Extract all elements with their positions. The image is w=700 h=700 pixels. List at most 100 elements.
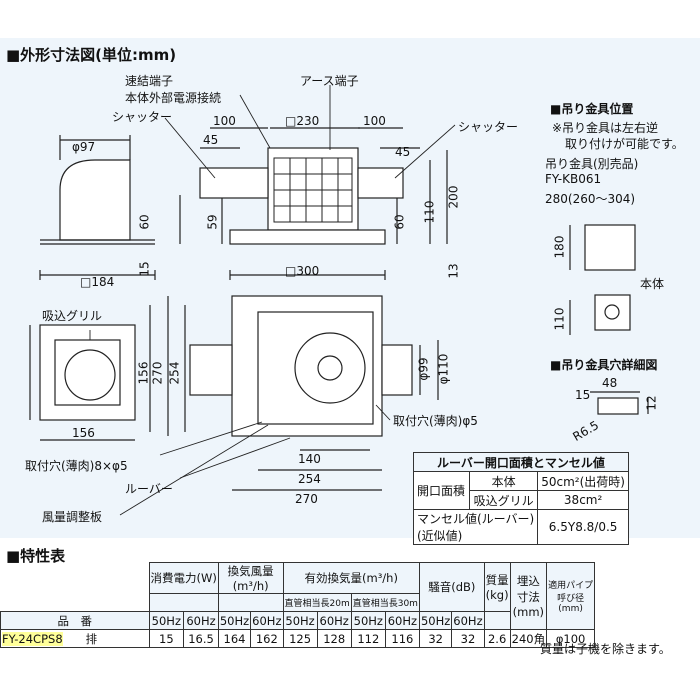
louver-body-value: 50cm²(出荷時) — [537, 471, 629, 491]
hanger-note-2: 取り付けが可能です。 — [565, 137, 684, 151]
louver-munsell-label-a: マンセル値(ルーバー) — [417, 512, 535, 526]
louver-table-title: ルーバー開口面積とマンセル値 — [413, 452, 629, 472]
spec-pipe-label: 適用パイプ — [548, 581, 594, 591]
shutter-left-label: シャッター — [112, 110, 173, 124]
spec-value-11: 240角 — [509, 629, 548, 648]
spec-mode: 排 — [85, 631, 98, 646]
spec-airflow-header: 換気風量(m³/h) — [217, 562, 284, 594]
dim-110-circle: φ110 — [436, 353, 451, 385]
spec-airflow-label: 換気風量 — [227, 564, 274, 578]
dim-110: 110 — [422, 200, 437, 224]
hole-dim-12: 12 — [644, 395, 659, 411]
hanger-body-label: 本体 — [640, 277, 665, 291]
dim-156-vertical: 156 — [136, 361, 151, 385]
spec-value-4: 125 — [282, 629, 318, 648]
spec-mass-label: 質量 — [485, 573, 509, 587]
dim-15: 15 — [137, 261, 152, 277]
spec-value-2: 164 — [217, 629, 252, 648]
dim-200: 200 — [446, 185, 461, 209]
spec-pipe-label2: 呼び径 — [557, 594, 585, 604]
spec-model-cell: FY-24CPS8 排 — [0, 629, 150, 648]
spec-embed-unit: (mm) — [512, 605, 545, 619]
spec-hz60-4: 60Hz — [384, 611, 420, 630]
spec-hz60-3: 60Hz — [316, 611, 352, 630]
louver-grille-label: 吸込グリル — [469, 490, 539, 510]
dim-270-vertical: 270 — [150, 361, 165, 385]
spec-value-10: 2.6 — [483, 629, 511, 648]
spec-noise-header: 騒音(dB) — [418, 562, 485, 612]
dim-254-horizontal: 254 — [298, 472, 321, 486]
spec-hz50-3: 50Hz — [282, 611, 318, 630]
dim-60-left: 60 — [137, 214, 152, 230]
mounting-hole-8-label: 取付穴(薄肉)8×φ5 — [25, 459, 128, 473]
dim-13: 13 — [446, 263, 461, 279]
mounting-hole-label: 取付穴(薄肉)φ5 — [393, 414, 478, 428]
spec-pipe-unit: (mm) — [558, 604, 583, 614]
spec-value-0: 15 — [148, 629, 185, 648]
louver-munsell-label: マンセル値(ルーバー) (近似値) — [412, 509, 539, 545]
louver-table: ルーバー開口面積とマンセル値 開口面積 本体 50cm²(出荷時) 吸込グリル … — [412, 452, 629, 545]
spec-eff-header: 有効換気量(m³/h) — [282, 562, 420, 594]
dim-59: 59 — [205, 214, 220, 230]
spec-hz50-1: 50Hz — [148, 611, 185, 630]
hanger-dim-110: 110 — [552, 307, 567, 331]
dimension-drawing-title: ■外形寸法図(単位:mm) — [6, 46, 177, 64]
earth-terminal-label: アース端子 — [300, 74, 359, 88]
louver-munsell-label-b: (近似値) — [417, 529, 463, 543]
hanger-part-label: 吊り金具(別売品) — [545, 157, 639, 171]
dim-184: □184 — [80, 275, 115, 289]
spec-value-5: 128 — [316, 629, 352, 648]
hanger-dim-180: 180 — [552, 235, 567, 259]
spec-embed-label: 埋込 — [516, 574, 540, 588]
dim-100-left: 100 — [213, 114, 236, 128]
spec-hz50-2: 50Hz — [217, 611, 252, 630]
spec-value-12: φ100 — [546, 629, 596, 648]
spec-value-6: 112 — [350, 629, 386, 648]
spec-mass-header: 質量(kg) — [483, 562, 511, 612]
spec-footnote: 質量は子機を除きます。 — [540, 642, 671, 656]
damper-label: 風量調整板 — [42, 510, 103, 524]
dim-60-right: 60 — [392, 214, 407, 230]
spec-value-3: 162 — [250, 629, 284, 648]
hanger-range: 280(260〜304) — [545, 192, 636, 206]
spec-airflow-unit: (m³/h) — [232, 579, 269, 593]
spec-pipe-header: 適用パイプ呼び径(mm) — [546, 562, 596, 630]
dim-300: □300 — [285, 264, 320, 278]
spec-model-header: 品 番 — [0, 611, 150, 630]
hole-dim-48: 48 — [602, 376, 618, 390]
spec-blank — [0, 562, 149, 594]
spec-embed-header: 埋込寸法(mm) — [509, 562, 548, 630]
dim-254-vertical: 254 — [167, 361, 182, 385]
intake-grille-label: 吸込グリル — [42, 309, 103, 323]
spec-title: ■特性表 — [6, 547, 66, 565]
outline-drawing — [29, 85, 649, 516]
spec-value-8: 32 — [418, 629, 453, 648]
louver-open-area-label: 開口面積 — [412, 471, 471, 510]
hanger-title: ■吊り金具位置 — [550, 102, 634, 116]
spec-mass-blank — [483, 611, 511, 630]
spec-value-7: 116 — [384, 629, 420, 648]
shutter-right-label: シャッター — [458, 120, 519, 134]
hanger-part-number: FY-KB061 — [545, 172, 602, 186]
spec-blank-2 — [0, 593, 149, 612]
spec-hz50-5: 50Hz — [418, 611, 453, 630]
hanger-note-1: ※吊り金具は左右逆 — [552, 121, 659, 135]
spec-hz50-4: 50Hz — [350, 611, 386, 630]
louver-label: ルーバー — [125, 482, 173, 496]
spec-value-9: 32 — [451, 629, 485, 648]
spec-airflow-sub — [217, 593, 284, 612]
spec-embed-label2: 寸法 — [516, 590, 540, 604]
dim-270-horizontal: 270 — [295, 492, 318, 506]
spec-value-1: 16.5 — [183, 629, 219, 648]
dim-230: □230 — [285, 114, 320, 128]
spec-eff30-header: 直管相当長30m — [350, 593, 420, 612]
dim-45-right: 45 — [395, 145, 411, 159]
spec-model: FY-24CPS8 — [2, 631, 63, 646]
dim-99: φ99 — [416, 357, 431, 381]
quick-connect-terminal-label: 速結端子 — [125, 74, 174, 88]
spec-table: 消費電力(W) 換気風量(m³/h) 有効換気量(m³/h) 騒音(dB) 質量… — [0, 562, 596, 648]
spec-power-sub — [148, 593, 219, 612]
spec-hz60-5: 60Hz — [451, 611, 485, 630]
hole-dim-15: 15 — [575, 388, 591, 402]
dim-156-horizontal: 156 — [72, 426, 95, 440]
